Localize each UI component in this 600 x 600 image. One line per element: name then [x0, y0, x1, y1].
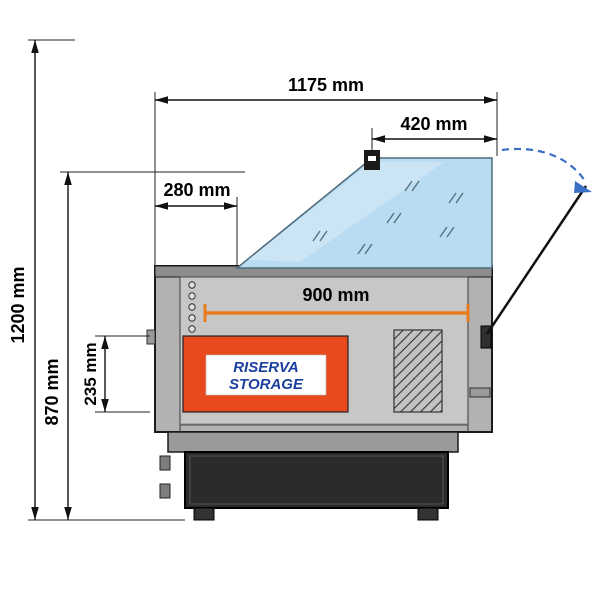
- right-side-detail: [469, 387, 491, 398]
- arc-arrowhead-icon: [574, 181, 592, 193]
- dim-235-label: 235 mm: [81, 342, 100, 405]
- open-motion-arc: [501, 147, 586, 182]
- right-hinge-block: [480, 325, 492, 349]
- glass-reflection-marks: [312, 180, 464, 255]
- dim-1200-label: 1200 mm: [8, 266, 28, 343]
- extension-lines: [28, 39, 498, 521]
- dim-1175: 1175 mm: [155, 75, 497, 104]
- base-section: [159, 431, 459, 521]
- dim-900-label: 900 mm: [302, 285, 369, 305]
- storage-label-line1: RISERVA: [233, 359, 299, 376]
- vent-holes: [188, 281, 196, 333]
- glass-highlight: [248, 162, 444, 262]
- kick-panel: [184, 451, 449, 509]
- left-lower-hinge-2: [159, 483, 171, 499]
- dim-420-label: 420 mm: [400, 114, 467, 134]
- dim-280-label: 280 mm: [163, 180, 230, 200]
- hatch-area: [393, 329, 443, 413]
- storage-label-plate: [205, 354, 327, 396]
- foot-right: [417, 507, 439, 521]
- glass-panel: [234, 150, 493, 269]
- dim-235: 235 mm: [81, 336, 109, 412]
- storage-label-line2: STORAGE: [229, 376, 304, 393]
- dim-900: 900 mm: [203, 285, 470, 322]
- glass-hinge-slot: [368, 156, 376, 161]
- dim-1200: 1200 mm: [8, 40, 39, 520]
- left-side-bracket: [146, 329, 156, 345]
- open-glass-line: [485, 185, 588, 335]
- dim-280: 280 mm: [155, 180, 237, 210]
- dim-870-label: 870 mm: [42, 358, 62, 425]
- dim-870: 870 mm: [42, 172, 72, 520]
- left-lower-hinge: [159, 455, 171, 471]
- foot-left: [193, 507, 215, 521]
- dim-1175-label: 1175 mm: [288, 75, 364, 95]
- storage-box: RISERVA STORAGE: [182, 335, 349, 413]
- dim-420: 420 mm: [372, 114, 497, 143]
